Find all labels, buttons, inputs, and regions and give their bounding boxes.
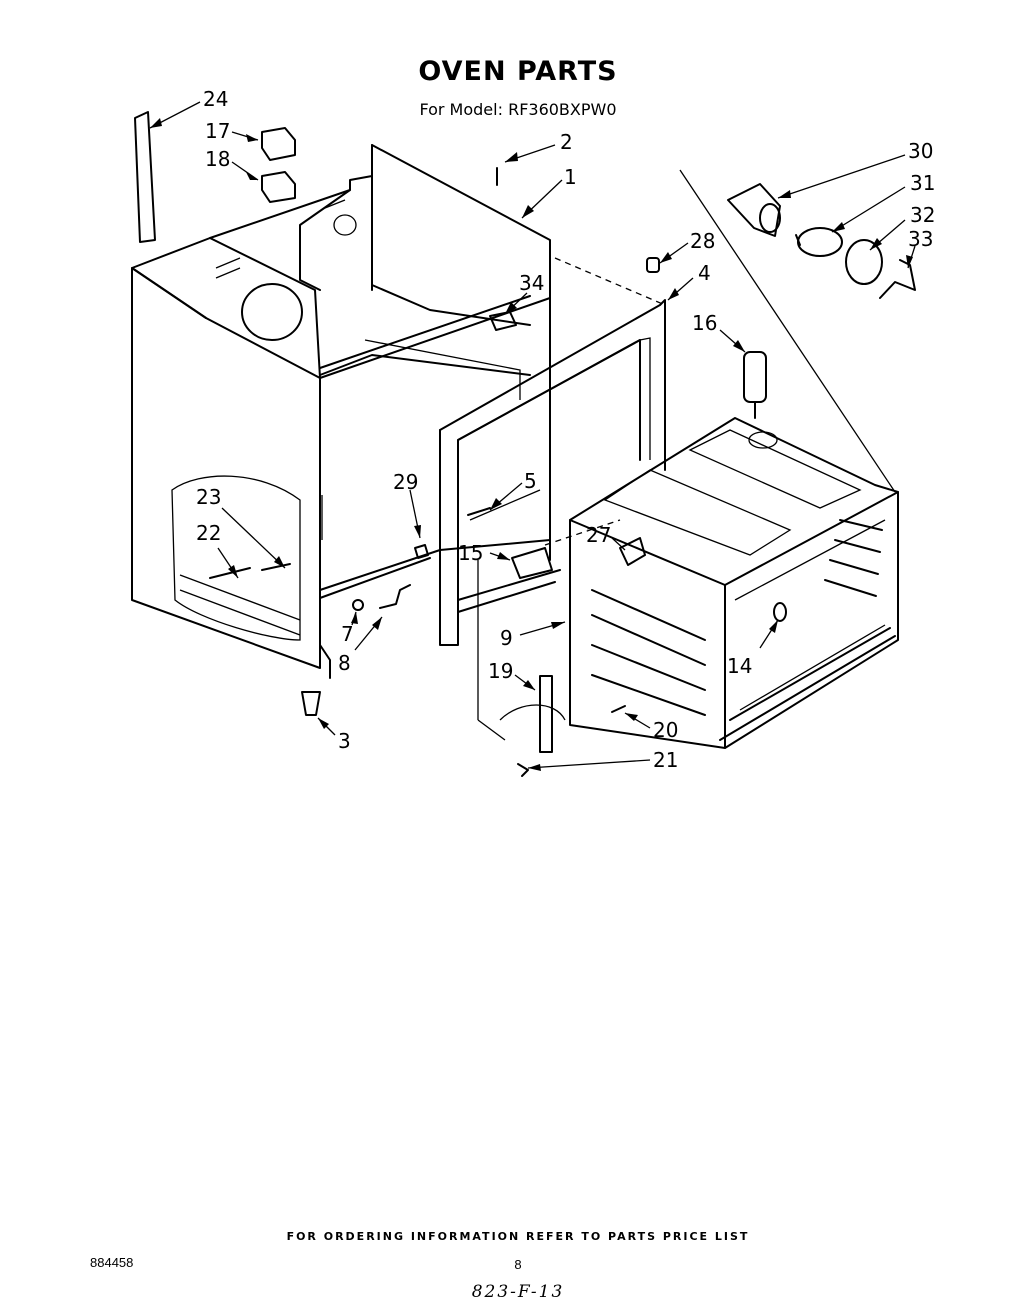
- callout-28: 28: [690, 229, 715, 253]
- callout-22: 22: [196, 521, 221, 545]
- callout-17: 17: [205, 119, 230, 143]
- callout-31: 31: [910, 171, 935, 195]
- page-number: 8: [514, 1257, 522, 1272]
- callout-23: 23: [196, 485, 221, 509]
- front-frame-drawing: [439, 257, 666, 646]
- callout-21: 21: [653, 748, 678, 772]
- callout-14: 14: [727, 654, 752, 678]
- callout-numbers: 24 17 18 2 1 30 31 32 33 28 4 34 16 29 5…: [196, 87, 935, 772]
- callout-30: 30: [908, 139, 933, 163]
- callout-3: 3: [338, 729, 351, 753]
- callout-29: 29: [393, 470, 418, 494]
- callout-16: 16: [692, 311, 717, 335]
- callout-27: 27: [586, 523, 611, 547]
- callout-20: 20: [653, 718, 678, 742]
- callout-5: 5: [524, 469, 537, 493]
- callout-4: 4: [698, 261, 711, 285]
- callout-32: 32: [910, 203, 935, 227]
- callout-8: 8: [338, 651, 351, 675]
- cabinet-drawing: [131, 144, 551, 679]
- callout-2: 2: [560, 130, 573, 154]
- oven-liner-drawing: [569, 417, 899, 749]
- callout-19: 19: [488, 659, 513, 683]
- callout-15: 15: [458, 541, 483, 565]
- model-subtitle: For Model: RF360BXPW0: [419, 100, 617, 119]
- callout-18: 18: [205, 147, 230, 171]
- callout-9: 9: [500, 626, 513, 650]
- ordering-info-note: FOR ORDERING INFORMATION REFER TO PARTS …: [286, 1230, 750, 1243]
- small-parts-drawing: [134, 111, 916, 777]
- callout-24: 24: [203, 87, 228, 111]
- document-number: 884458: [90, 1255, 134, 1270]
- page-title: OVEN PARTS: [418, 56, 618, 87]
- callout-1: 1: [564, 165, 577, 189]
- callout-33: 33: [908, 227, 933, 251]
- callout-7: 7: [341, 622, 354, 646]
- leader-lines: [149, 101, 916, 771]
- callout-34: 34: [519, 271, 544, 295]
- handwritten-code: 823-F-13: [471, 1282, 565, 1302]
